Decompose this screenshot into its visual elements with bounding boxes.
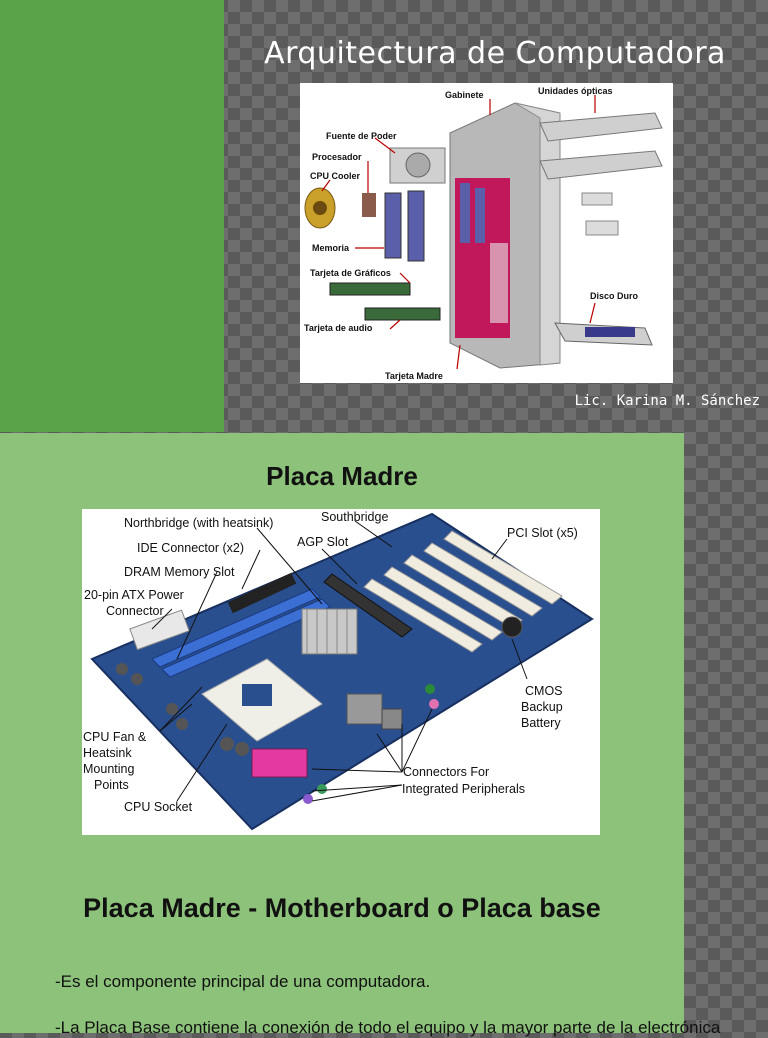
label-tarjeta-madre: Tarjeta Madre <box>385 371 443 381</box>
label-tarjeta-audio: Tarjeta de audio <box>304 323 373 333</box>
label-gabinete: Gabinete <box>445 90 484 100</box>
slide1-title: Arquitectura de Computadora <box>264 36 726 71</box>
computer-diagram-svg: Gabinete Unidades ópticas Fuente de Pode… <box>304 86 663 381</box>
label-dram: DRAM Memory Slot <box>124 565 235 579</box>
slide2-title: Placa Madre <box>266 461 418 491</box>
label-cmos-3: Battery <box>521 716 561 730</box>
bullet-1: -Es el componente principal de una compu… <box>55 972 431 991</box>
label-northbridge: Northbridge (with heatsink) <box>124 516 273 530</box>
label-ide: IDE Connector (x2) <box>137 541 244 555</box>
label-tarjeta-graficos: Tarjeta de Gráficos <box>310 268 391 278</box>
label-cmos-2: Backup <box>521 700 563 714</box>
label-southbridge: Southbridge <box>321 510 388 524</box>
label-cmos-1: CMOS <box>525 684 563 698</box>
motherboard-diagram: Northbridge (with heatsink) Southbridge … <box>82 509 600 835</box>
label-conn-1: Connectors For <box>403 765 489 779</box>
label-fan-4: Points <box>94 778 129 792</box>
label-fan-3: Mounting <box>83 762 134 776</box>
label-fuente: Fuente de Poder <box>326 131 397 141</box>
label-agp: AGP Slot <box>297 535 349 549</box>
label-lines <box>321 95 596 370</box>
slide1-author: Lic. Karina M. Sánchez <box>574 393 760 409</box>
label-fan-1: CPU Fan & <box>83 730 147 744</box>
slide2-heading: Placa Madre - Motherboard o Placa base <box>83 893 601 923</box>
computer-diagram: Gabinete Unidades ópticas Fuente de Pode… <box>300 83 673 383</box>
label-unidades-opticas: Unidades ópticas <box>538 86 613 96</box>
slide1-green-panel <box>0 0 224 432</box>
label-conn-2: Integrated Peripherals <box>402 782 525 796</box>
label-atx-2: Connector <box>106 604 164 618</box>
label-disco-duro: Disco Duro <box>590 291 639 301</box>
motherboard-diagram-svg: Northbridge (with heatsink) Southbridge … <box>83 510 594 831</box>
mb-label-lines <box>151 520 528 802</box>
slide2: Placa Madre <box>0 433 720 1037</box>
label-pci: PCI Slot (x5) <box>507 526 578 540</box>
label-socket: CPU Socket <box>124 800 193 814</box>
label-cpu-cooler: CPU Cooler <box>310 171 361 181</box>
label-atx-1: 20-pin ATX Power <box>84 588 184 602</box>
bullet-2: -La Placa Base contiene la conexión de t… <box>55 1018 721 1037</box>
label-fan-2: Heatsink <box>83 746 132 760</box>
label-procesador: Procesador <box>312 152 362 162</box>
label-memoria: Memoria <box>312 243 350 253</box>
